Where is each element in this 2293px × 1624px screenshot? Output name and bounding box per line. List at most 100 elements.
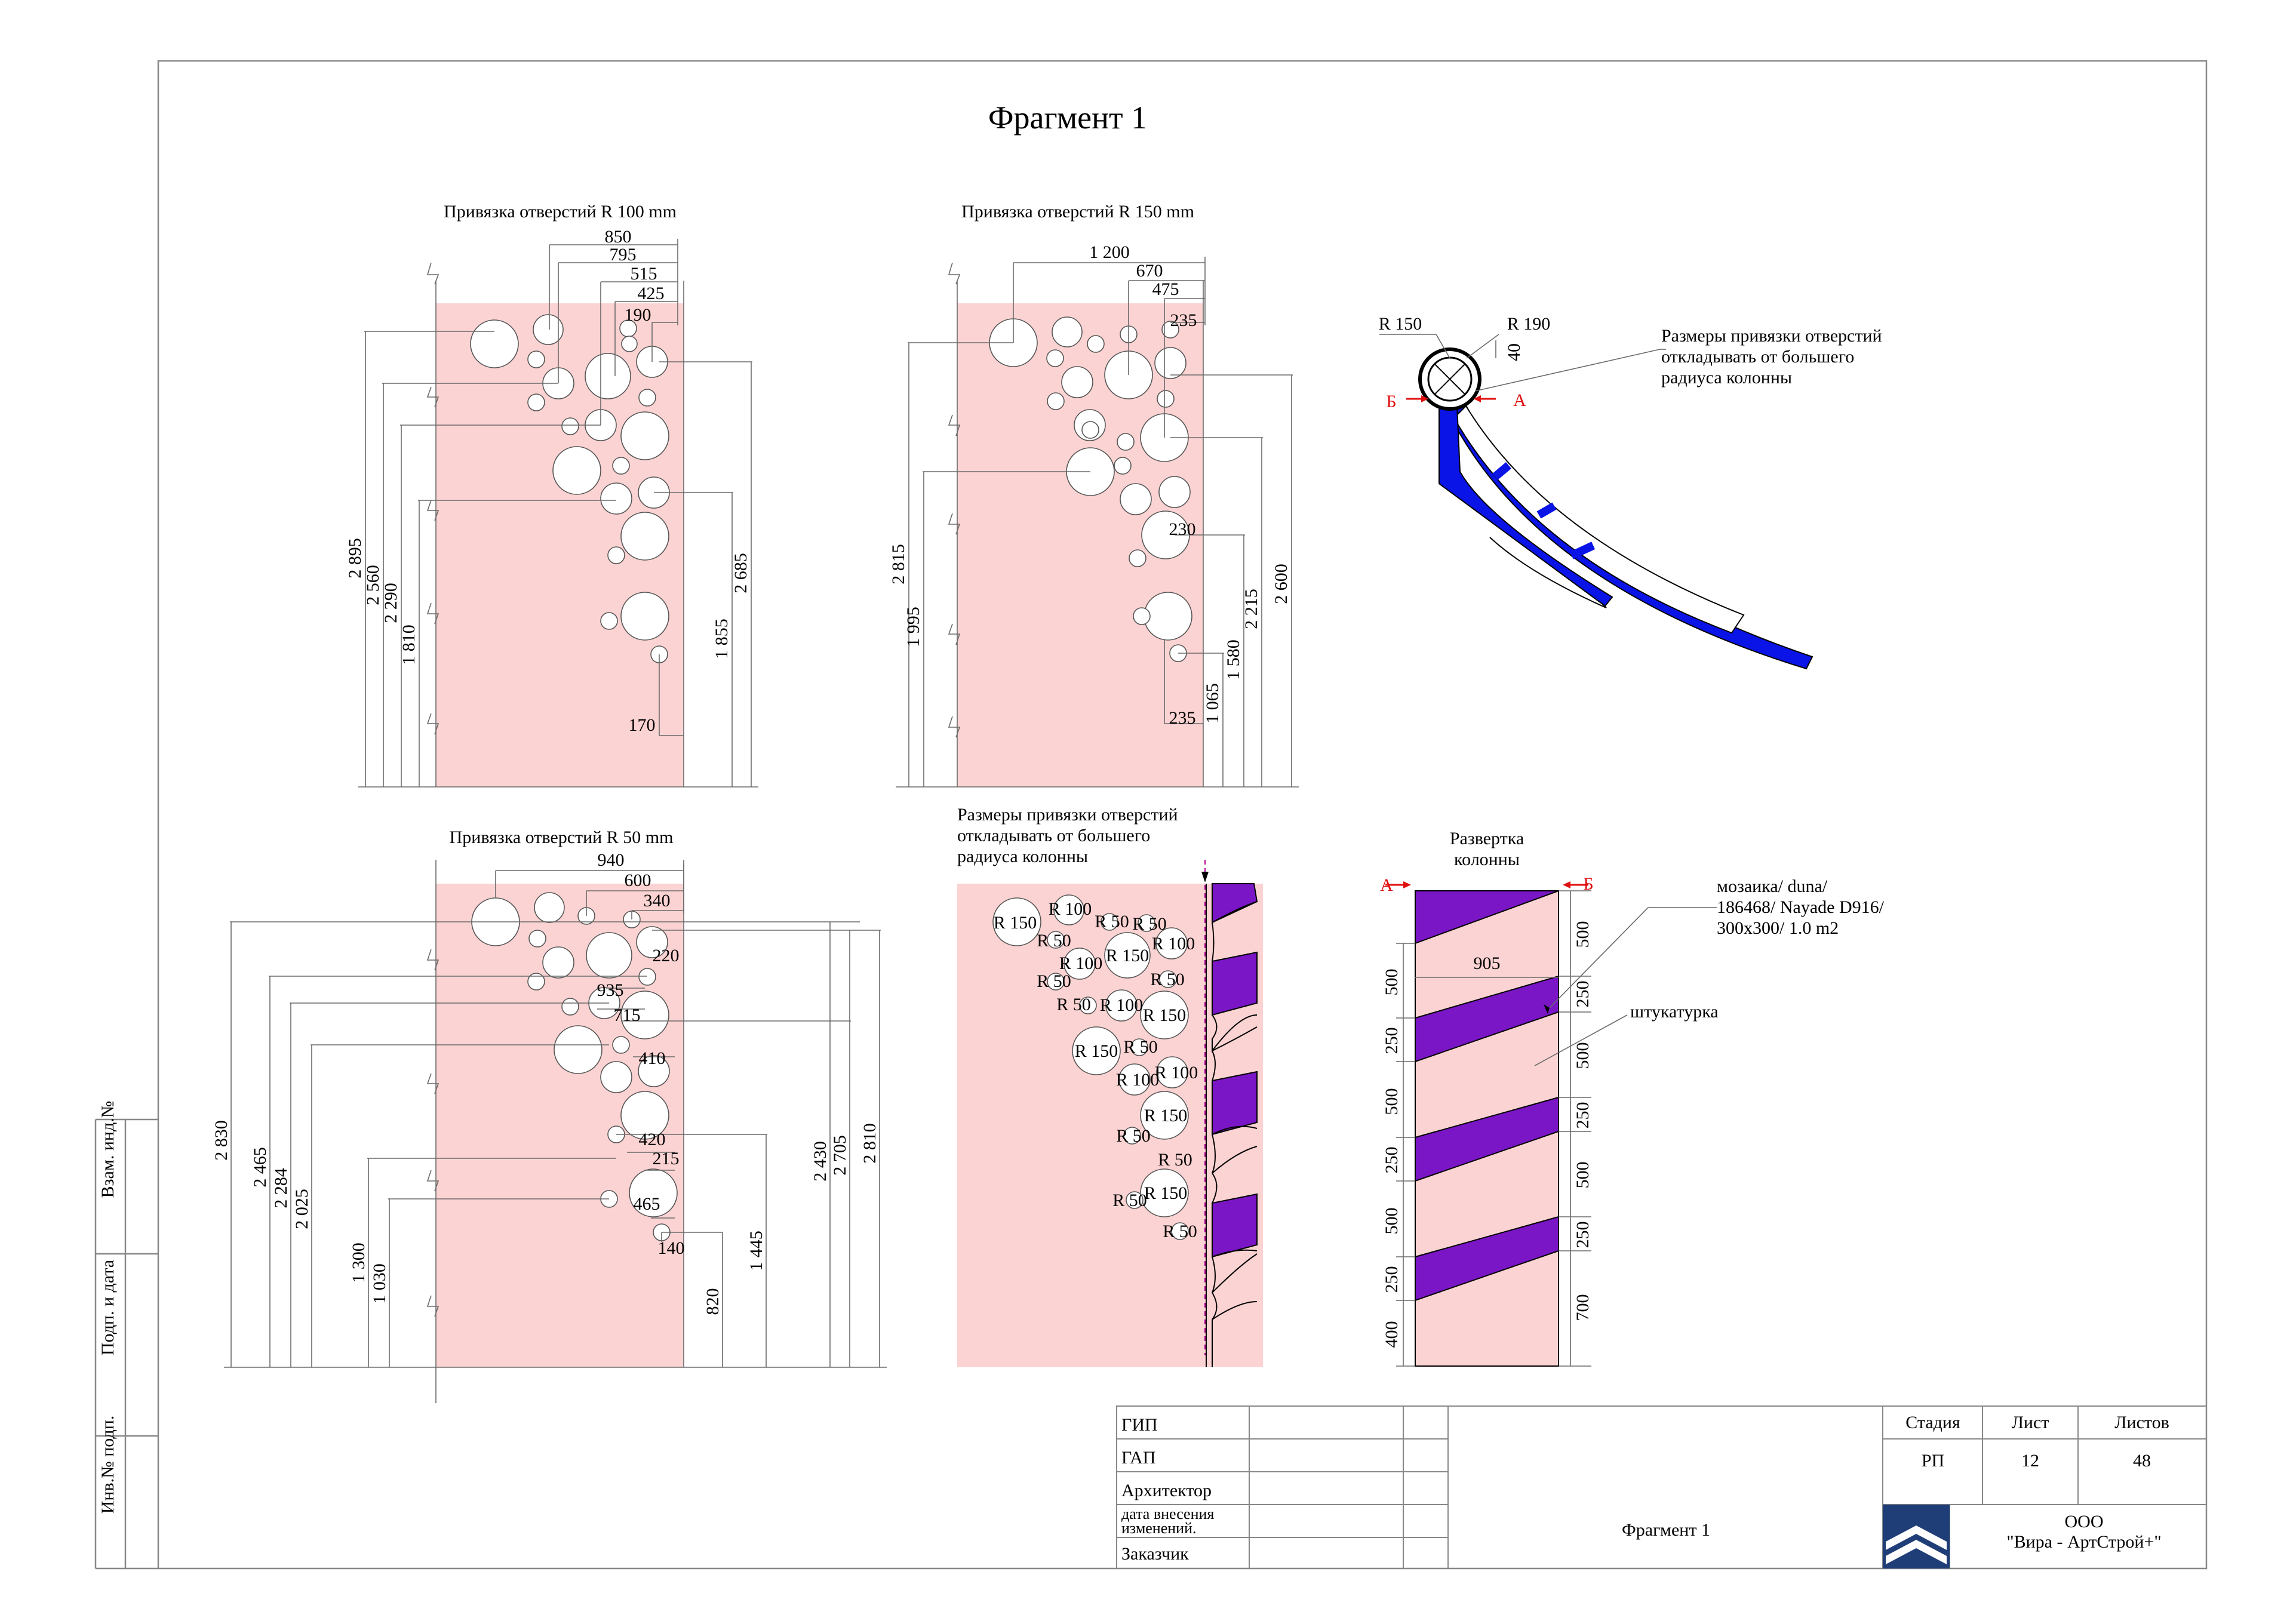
tb-sheets-header: Листов (2114, 1413, 2169, 1432)
stamp-inv: Инв.№ подп. (98, 1416, 118, 1514)
dim-r150-235: 235 (1170, 310, 1197, 330)
tb-customer: Заказчик (1121, 1544, 1189, 1564)
dim-r100-1810: 1 810 (399, 625, 419, 665)
material-plaster: штукатурка (1630, 1002, 1719, 1022)
dim-r50-2810: 2 810 (860, 1123, 880, 1164)
dim-r100-2560: 2 560 (363, 565, 383, 605)
dim-r150-230: 230 (1169, 519, 1196, 539)
panel-r100-caption: Привязка отверстий R 100 mm (444, 202, 677, 222)
dim-r50-340: 340 (644, 891, 671, 911)
tb-sheet: 12 (2021, 1451, 2039, 1471)
tb-sheets: 48 (2133, 1451, 2151, 1471)
dim-r100-425: 425 (638, 284, 665, 303)
hole-label: R 50 (1150, 970, 1185, 989)
dim-r50-820: 820 (703, 1288, 723, 1315)
dim-r150-235b: 235 (1169, 708, 1196, 728)
dim-r150-2815: 2 815 (889, 544, 908, 585)
panel-r50: Привязка отверстий R 50 mm (211, 828, 887, 1403)
tb-company-2: "Вира - АртСтрой+" (2006, 1532, 2161, 1552)
panel-radii: Размеры привязки отверстий откладывать о… (957, 805, 1263, 1367)
dim-r50-2705: 2 705 (830, 1135, 850, 1176)
panel-radii-holes (992, 894, 1189, 1240)
dim-unfold-905: 905 (1474, 954, 1501, 973)
dim-unfold-left: 400 (1382, 1321, 1401, 1348)
panel-radii-caption-2: откладывать от большего (957, 826, 1150, 845)
hole-label: R 100 (1049, 899, 1092, 919)
plan-note-line2: откладывать от большего (1661, 347, 1854, 367)
tb-change-date-2: изменений. (1121, 1520, 1197, 1537)
hole-label: R 50 (1037, 971, 1071, 991)
dim-r100-190: 190 (625, 305, 651, 325)
tb-gap: ГАП (1121, 1448, 1155, 1468)
hole-label: R 100 (1152, 934, 1195, 954)
dim-r50-2284: 2 284 (271, 1168, 291, 1208)
dim-unfold-right: 250 (1573, 1102, 1593, 1129)
hole-label: R 100 (1100, 995, 1144, 1015)
dim-r100-850: 850 (605, 227, 632, 247)
column-plan: R 150 R 190 40 Б А Размеры привязки отве… (1379, 314, 1882, 670)
dim-unfold-left: 500 (1382, 1088, 1401, 1115)
dim-r100-515: 515 (631, 264, 657, 284)
company-logo (1883, 1505, 1950, 1568)
hole-label: R 50 (1116, 1126, 1151, 1146)
dim-r50-715: 715 (614, 1005, 641, 1025)
dim-r50-465: 465 (634, 1194, 660, 1214)
dim-r150-1065: 1 065 (1203, 683, 1222, 724)
dim-r100-795: 795 (610, 245, 637, 264)
panel-r150: Привязка отверстий R 150 mm (889, 202, 1299, 788)
material-mosaic-2: 186468/ Nayade D916/ (1717, 897, 1885, 917)
stamp-sign: Подп. и дата (98, 1260, 118, 1355)
panel-radii-caption-3: радиуса колонны (957, 847, 1088, 866)
dim-r50-1445: 1 445 (746, 1231, 766, 1271)
hole-label: R 50 (1158, 1150, 1192, 1170)
hole-label: R 150 (1144, 1183, 1188, 1203)
dim-r150-1995: 1 995 (903, 607, 923, 647)
hole-label: R 50 (1095, 912, 1129, 931)
hole-label: R 150 (994, 913, 1037, 933)
dim-r100-1855: 1 855 (712, 619, 731, 659)
dim-r50-2025: 2 025 (292, 1189, 312, 1229)
unfold-mark-a: А (1380, 875, 1393, 895)
plan-note-line1: Размеры привязки отверстий (1661, 326, 1882, 346)
dim-r50-2830: 2 830 (211, 1120, 231, 1161)
panel-r100: Привязка отверстий R 100 mm (345, 202, 758, 788)
dim-r50-410: 410 (639, 1048, 666, 1068)
dim-r100-2895: 2 895 (345, 538, 365, 579)
hole-label: R 50 (1056, 995, 1091, 1014)
title-block: ГИП ГАП Архитектор дата внесения изменен… (1116, 1405, 2207, 1569)
dim-r50-935: 935 (597, 980, 624, 1000)
dim-unfold-left: 500 (1382, 1208, 1401, 1235)
hole-label: R 150 (1143, 1005, 1187, 1025)
hole-label: R 150 (1075, 1041, 1118, 1061)
hole-label: R 100 (1059, 954, 1103, 973)
dim-r150-670: 670 (1136, 261, 1163, 281)
panel-r150-holes (989, 316, 1192, 662)
dim-r50-220: 220 (653, 946, 680, 965)
hole-label: R 50 (1163, 1222, 1197, 1241)
dim-unfold-right: 500 (1573, 921, 1593, 948)
hole-label: R 50 (1132, 914, 1167, 934)
dim-r50-2430: 2 430 (810, 1141, 830, 1182)
dim-r50-140: 140 (658, 1238, 685, 1258)
dim-r50-2465: 2 465 (250, 1147, 270, 1188)
hole-label: R 100 (1155, 1063, 1198, 1082)
plan-r150-label: R 150 (1379, 314, 1422, 334)
hole-label: R 50 (1123, 1037, 1158, 1057)
tb-company-1: ООО (2065, 1512, 2104, 1531)
dim-unfold-right: 500 (1573, 1162, 1593, 1189)
dim-r100-2685: 2 685 (731, 553, 751, 593)
dim-unfold-right: 250 (1573, 981, 1593, 1008)
dim-unfold-right: 500 (1573, 1042, 1593, 1069)
dim-r50-940: 940 (598, 850, 625, 870)
dim-r50-215: 215 (653, 1149, 680, 1168)
hole-label: R 50 (1112, 1191, 1147, 1210)
dim-unfold-right: 250 (1573, 1222, 1593, 1248)
unfold-caption-2: колонны (1454, 850, 1520, 869)
dim-unfold-left: 250 (1382, 1147, 1401, 1174)
dim-r50-420: 420 (639, 1130, 666, 1149)
hole-label: R 150 (1144, 1106, 1188, 1125)
dim-r150-1200: 1 200 (1089, 242, 1130, 262)
hole-label: R 150 (1106, 946, 1149, 965)
panel-r100-holes (470, 314, 670, 663)
